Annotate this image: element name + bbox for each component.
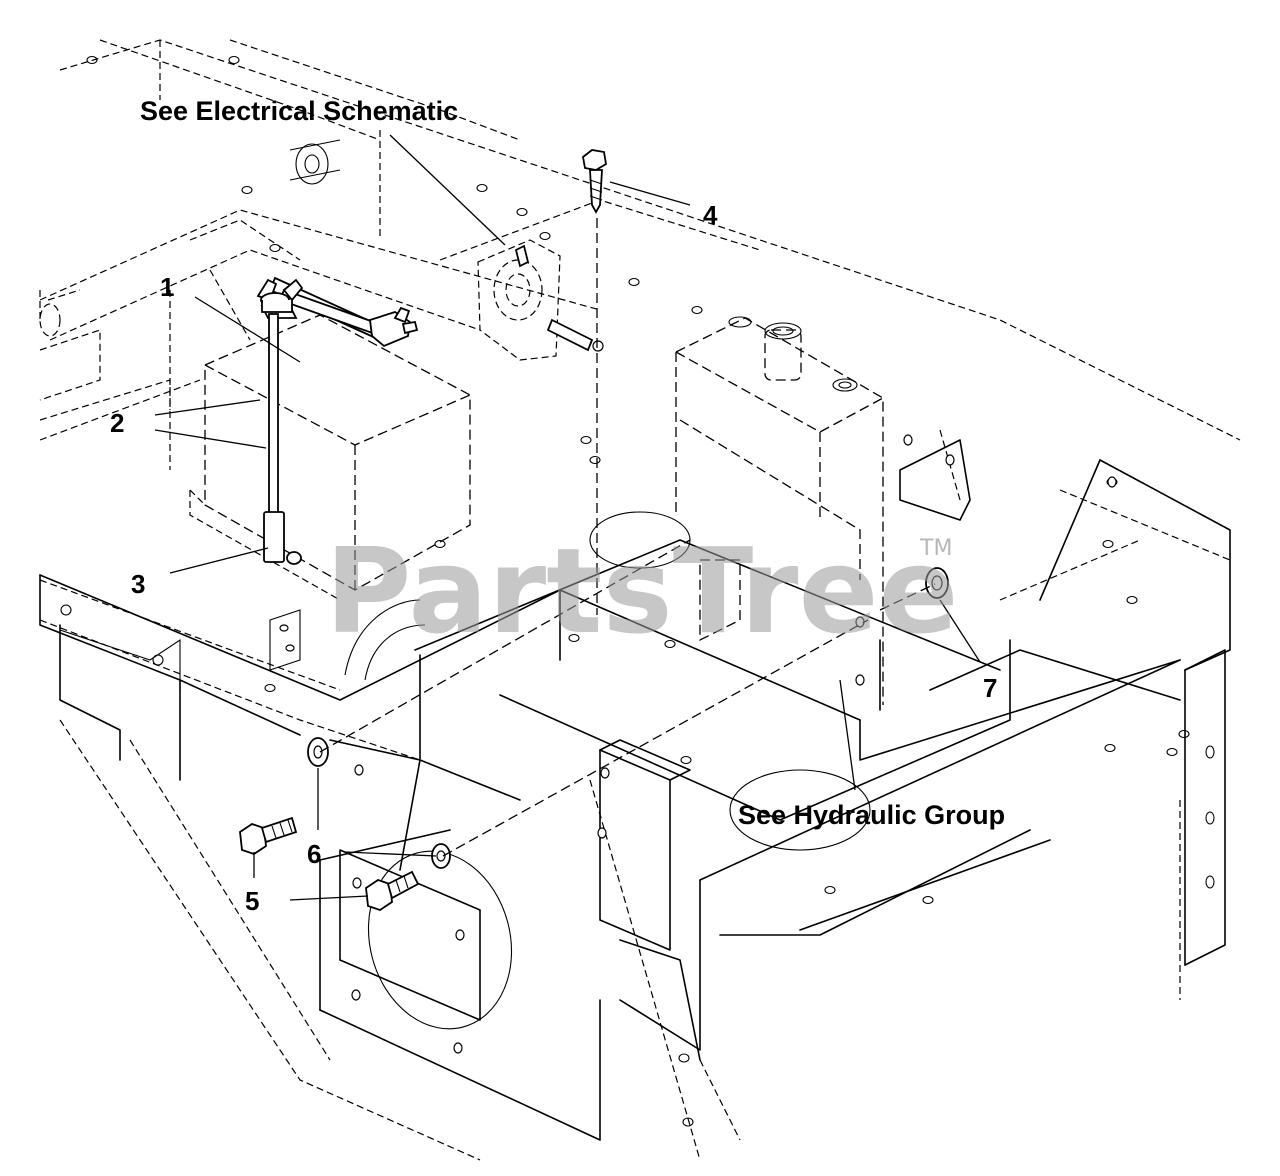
callout-7: 7	[983, 673, 997, 703]
main-frame	[39, 439, 1231, 1141]
washer-upper-part-6	[307, 737, 329, 767]
phantom-holes	[60, 55, 1215, 1127]
j-bolt-rod	[263, 313, 302, 565]
callout-1: 1	[160, 272, 174, 302]
callout-numbers: 1 2 3 4 5 6 7	[110, 200, 997, 916]
screw-part-4	[582, 149, 607, 615]
bolt-lower-part-5	[365, 870, 420, 911]
leader-lines	[154, 134, 981, 901]
washer-lower-part-6	[431, 843, 451, 869]
watermark-trademark: TM	[919, 536, 952, 561]
washer-part-7	[925, 567, 949, 599]
starter-solenoid	[477, 239, 604, 361]
left-frame-rails	[39, 139, 341, 470]
electrical-schematic-label: See Electrical Schematic	[140, 96, 458, 126]
callout-4: 4	[703, 200, 718, 230]
assembly-centerlines	[319, 539, 936, 857]
wing-nut-top	[393, 306, 419, 335]
hydraulic-group-label: See Hydraulic Group	[738, 800, 1005, 830]
bolt-upper-part-5	[239, 816, 298, 855]
callout-5: 5	[245, 886, 259, 916]
frame-openings	[351, 434, 1117, 1054]
callout-3: 3	[131, 569, 145, 599]
hydraulic-tank	[675, 316, 884, 705]
reference-labels: See Electrical Schematic See Hydraulic G…	[140, 96, 1005, 830]
watermark: PartsTree TM	[325, 522, 959, 660]
watermark-text: PartsTree	[325, 522, 959, 660]
callout-6: 6	[307, 839, 321, 869]
callout-2: 2	[110, 408, 124, 438]
wing-nut-left	[256, 278, 304, 319]
